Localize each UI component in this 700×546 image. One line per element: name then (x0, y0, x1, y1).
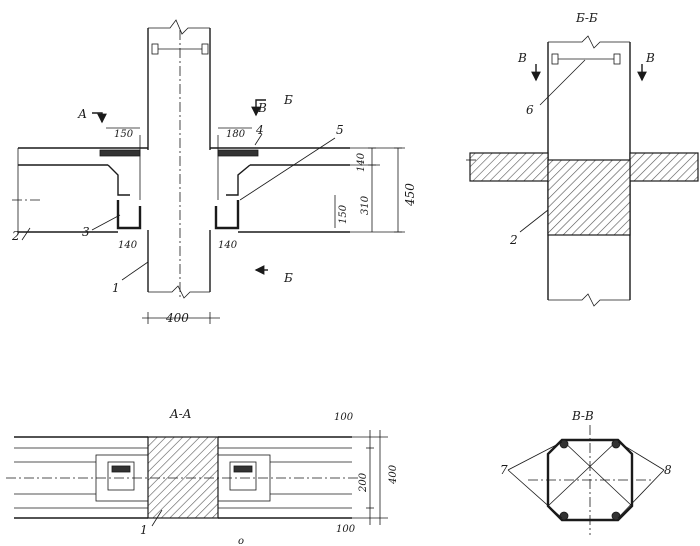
callout-4: 4 (255, 123, 264, 137)
section-aa-title: A-A (169, 407, 192, 421)
dim-150-side: 150 (338, 204, 349, 224)
elevation-view: А В Б Б 150 180 140 310 450 150 140 140 … (11, 19, 417, 325)
cut-b-label-bottom: Б (283, 271, 293, 285)
section-vv-view: В-В 7 8 (500, 409, 672, 535)
callout-5: 5 (336, 123, 344, 137)
dim-140-top: 140 (356, 152, 367, 172)
dim-450: 450 (403, 183, 417, 207)
cut-b-label-top: Б (283, 93, 293, 107)
dim-150: 150 (114, 129, 134, 140)
dim-400-aa: 400 (388, 464, 399, 485)
dim-140-left: 140 (118, 240, 138, 251)
callout-7: 7 (500, 463, 508, 477)
section-vv-title: В-В (571, 409, 594, 423)
cut-markers-elevation (92, 99, 268, 275)
dim-100-bot: 100 (336, 524, 356, 535)
cut-a-label: А (77, 107, 87, 121)
dim-140-right: 140 (218, 240, 238, 251)
cut-v-right-bb: В (645, 51, 655, 65)
slab-section-right (629, 152, 699, 182)
cut-v-label: В (257, 101, 267, 115)
left-slab (12, 135, 148, 233)
column (147, 19, 211, 300)
callout-6-bb: 6 (526, 103, 534, 117)
callout-3: 3 (82, 225, 90, 239)
callout-1-aa: 1 (140, 523, 148, 537)
dim-310: 310 (360, 195, 371, 215)
dim-200: 200 (358, 472, 369, 493)
callout-2: 2 (11, 229, 20, 243)
section-bb-title: Б-Б (575, 11, 598, 25)
section-aa-view: A-A 100 200 400 100 1 о (6, 407, 399, 546)
dim-180: 180 (226, 129, 246, 140)
note-o: о (238, 536, 244, 546)
slab-section-left (469, 152, 549, 182)
joint-concrete-aa (147, 436, 219, 519)
dim-400: 400 (165, 311, 189, 325)
dim-400-line (142, 312, 220, 324)
callout-1: 1 (112, 281, 120, 295)
section-bb-view: Б-Б В В 6 2 (466, 11, 699, 307)
dim-100-top: 100 (334, 412, 354, 423)
callout-8: 8 (664, 463, 672, 477)
callout-2-bb: 2 (509, 233, 518, 247)
vertical-dimensions (334, 147, 405, 233)
cut-v-left-bb: В (517, 51, 527, 65)
elevation-leaders (21, 133, 336, 281)
right-slab (210, 135, 350, 233)
joint-concrete-bb (547, 159, 631, 236)
